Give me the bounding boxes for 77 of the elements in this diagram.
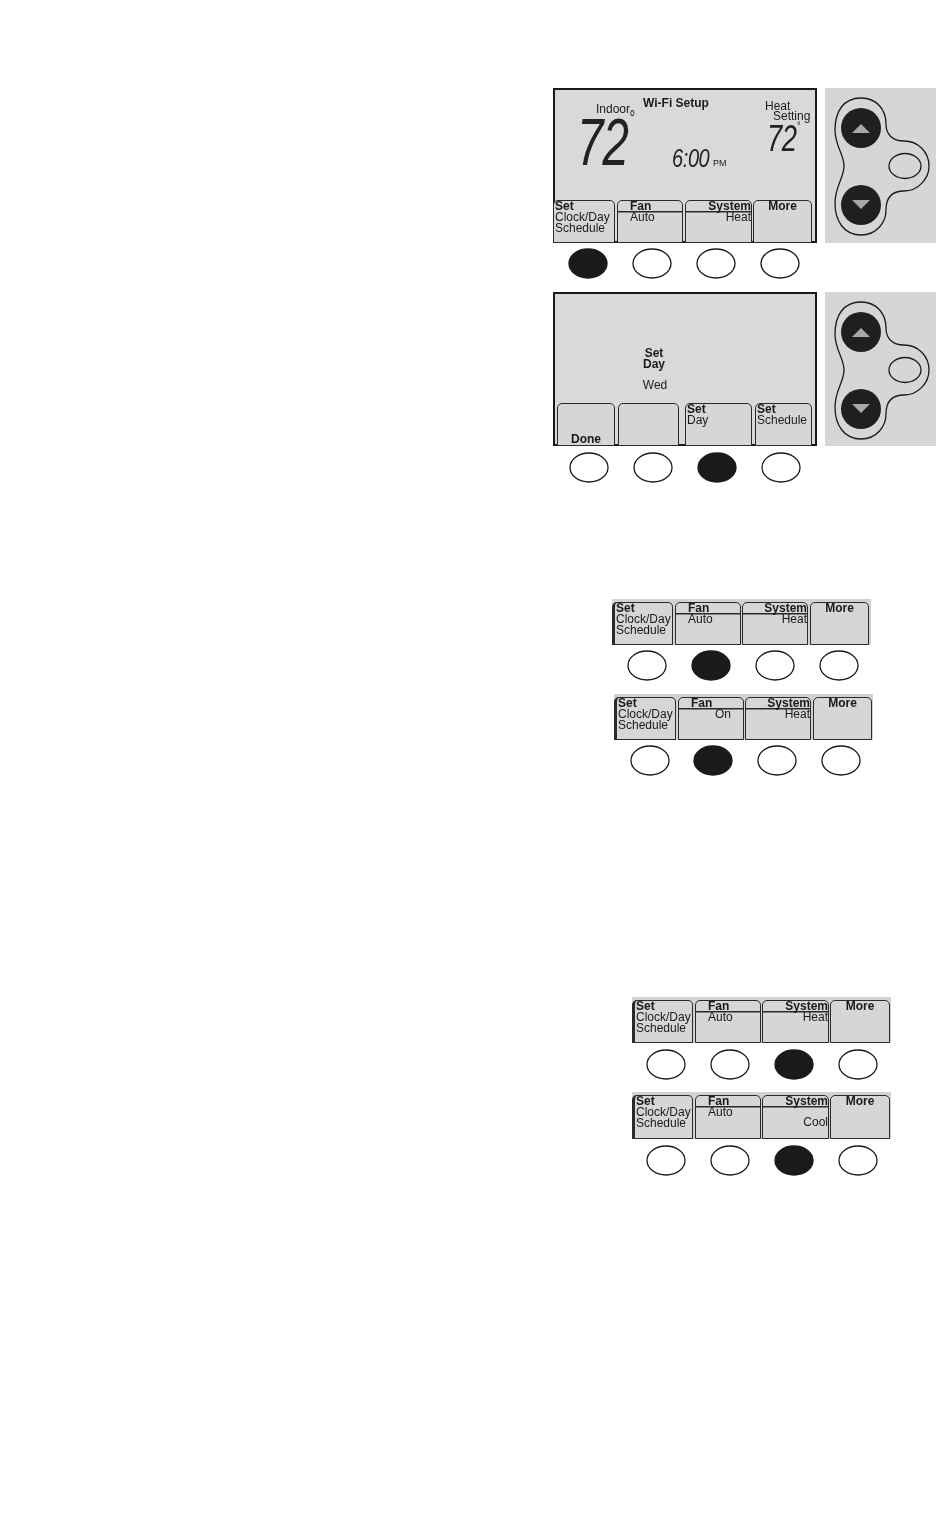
- key-label: Auto: [708, 1012, 733, 1023]
- key-label: Clock/Day Schedule: [555, 212, 610, 234]
- soft-key-tab: [557, 403, 615, 446]
- soft-key-tab: [762, 1000, 829, 1043]
- key-heading: System: [785, 1001, 828, 1012]
- soft-key-bar: [632, 1092, 891, 1139]
- soft-key-tab: [553, 200, 615, 243]
- key-heading: System: [785, 1096, 828, 1107]
- key-heading: More: [845, 1001, 875, 1012]
- key-label: Auto: [708, 1107, 733, 1118]
- lcd-screen: [553, 292, 817, 446]
- soft-key-tab: [675, 602, 741, 645]
- key-heading: System: [764, 603, 807, 614]
- key-label: Heat: [784, 709, 810, 720]
- key-label: Heat: [802, 1012, 828, 1023]
- soft-key-tab: [632, 1095, 693, 1139]
- soft-key-tab: [755, 403, 812, 446]
- soft-key-tab: [685, 200, 752, 243]
- time-suffix: PM: [713, 159, 727, 168]
- key-heading: System: [767, 698, 810, 709]
- key-heading: Fan: [708, 1096, 730, 1107]
- soft-key-tab: [632, 1000, 693, 1043]
- key-heading: Set: [618, 698, 637, 709]
- soft-key-bar: [614, 694, 873, 740]
- soft-key-tab: [678, 697, 744, 740]
- soft-key-tab: [762, 1095, 829, 1139]
- key-heading: More: [825, 603, 854, 614]
- key-heading: Set: [636, 1001, 655, 1012]
- key-heading: Fan: [630, 201, 652, 212]
- key-heading: Set: [636, 1096, 655, 1107]
- key-heading: Set: [757, 404, 776, 415]
- key-heading: Fan: [688, 603, 710, 614]
- key-heading: More: [768, 201, 797, 212]
- key-label: Heat: [781, 614, 807, 625]
- soft-key-bar: [632, 997, 891, 1043]
- lcd-screen: [553, 88, 817, 243]
- setting-label: Heat Setting: [765, 101, 812, 121]
- key-heading: More: [828, 698, 857, 709]
- key-heading: Fan: [708, 1001, 730, 1012]
- time-display: 6:00: [672, 146, 710, 171]
- key-label: Auto: [688, 614, 713, 625]
- soft-key-tab: [742, 602, 808, 645]
- soft-key-tab: [612, 602, 673, 645]
- key-heading: Set: [555, 201, 574, 212]
- soft-key-bar: [612, 599, 871, 645]
- key-heading: Fan: [691, 698, 713, 709]
- key-label: Day: [687, 415, 709, 426]
- key-label: Schedule: [757, 415, 808, 426]
- key-label: Auto: [630, 212, 655, 223]
- key-label: Clock/Day Schedule: [618, 709, 673, 731]
- soft-key-tab: [813, 697, 872, 740]
- soft-key-tab: [618, 403, 679, 446]
- key-label: On: [715, 709, 731, 720]
- soft-key-tab: [830, 1000, 890, 1043]
- soft-key-tab: [745, 697, 811, 740]
- soft-key-tab: [617, 200, 683, 243]
- soft-key-tab: [810, 602, 869, 645]
- soft-key-tab: [614, 697, 676, 740]
- key-label: Cool: [803, 1117, 828, 1128]
- key-heading: Set: [687, 404, 706, 415]
- key-label: Clock/Day Schedule: [616, 614, 671, 636]
- key-heading: Set: [616, 603, 635, 614]
- mode-heading: Set Day: [643, 348, 665, 370]
- key-label: Clock/Day Schedule: [636, 1107, 691, 1129]
- key-label: Heat: [725, 212, 751, 223]
- soft-key-tab: [830, 1095, 890, 1139]
- soft-key-tab: [695, 1095, 761, 1139]
- screen-title: Wi-Fi Setup: [643, 98, 709, 109]
- day-value: Wed: [642, 380, 668, 391]
- key-heading: System: [708, 201, 751, 212]
- soft-key-tab: [695, 1000, 761, 1043]
- key-heading: Done: [571, 434, 601, 445]
- soft-key-tab: [753, 200, 812, 243]
- setpoint-reading: 72$^{°}$: [767, 120, 800, 157]
- key-label: Clock/Day Schedule: [636, 1012, 691, 1034]
- soft-key-tab: [685, 403, 752, 446]
- key-heading: More: [845, 1096, 875, 1107]
